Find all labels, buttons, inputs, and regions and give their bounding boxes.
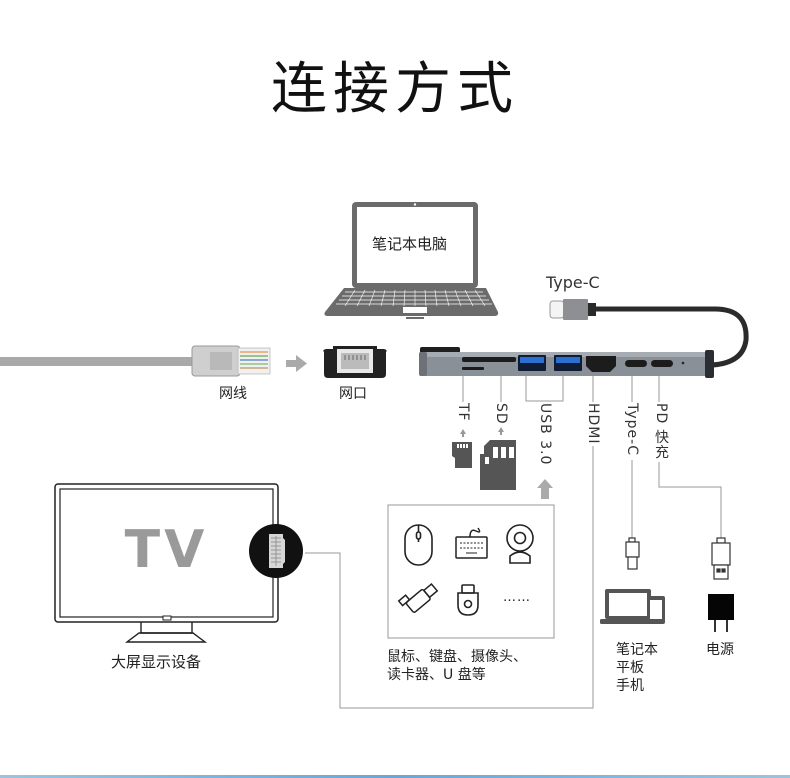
port-label-pd: PD 快充 [653,403,669,460]
type-c-cable-end-icon [625,537,640,570]
power-adapter-icon [708,594,734,632]
keyboard-icon [455,527,488,559]
hdmi-port-icon [249,524,303,578]
port-lead-lines [305,376,722,709]
hub-cable [596,306,749,368]
port-label-tf: TF [455,403,471,422]
sd-card-icon [480,440,516,490]
laptop-icon [324,202,499,319]
tf-arrow-icon [460,429,466,434]
device-caption-phone: 手机 [616,678,644,694]
tf-card-icon [452,442,472,468]
device-caption-tablet: 平板 [616,660,644,676]
mouse-icon [404,524,433,566]
power-caption: 电源 [706,642,734,658]
sd-arrow-icon [498,427,504,432]
port-label-sd: SD [493,403,509,425]
ethernet-cable-icon [0,345,271,377]
usb-dongle-icon [457,584,479,616]
port-label-hdmi: HDMI [585,403,601,445]
usb-drive-icon [397,582,439,613]
port-label-type-c: Type-C [624,403,640,456]
tv-screen-text: TV [124,520,209,580]
more-devices-ellipsis: …… [503,590,531,605]
page-title: 连接方式 [271,57,519,122]
ethernet-port-icon [323,346,387,378]
usb-devices-caption-line2: 读卡器、U 盘等 [387,667,486,683]
port-label-usb: USB 3.0 [537,403,553,466]
usb-arrow-icon [537,479,553,499]
network-cable-label: 网线 [219,386,247,402]
hub-cable-label: Type-C [546,273,600,292]
webcam-icon [506,524,534,564]
type-c-plug-icon [549,299,596,320]
bottom-accent-line [0,775,790,778]
network-port-label: 网口 [339,386,367,402]
laptop-screen-label: 笔记本电脑 [372,235,448,253]
device-caption-laptop: 笔记本 [616,642,658,658]
usb-a-cable-end-icon [711,537,731,580]
usb-devices-caption-line1: 鼠标、键盘、摄像头、 [387,649,527,665]
laptop-tablet-icon [600,589,665,624]
usb-c-hub [419,347,714,378]
arrow-right-icon [286,355,307,372]
tv-caption: 大屏显示设备 [111,653,202,671]
